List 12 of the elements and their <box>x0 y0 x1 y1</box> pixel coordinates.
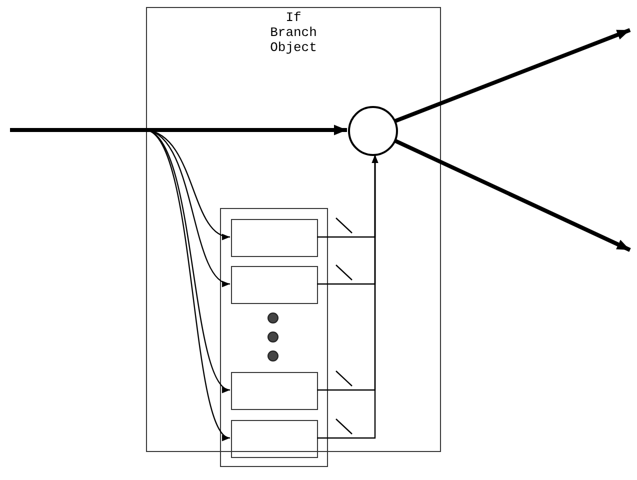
arrow <box>394 138 631 252</box>
arrow <box>394 28 631 123</box>
condition-box <box>231 420 318 458</box>
arrow <box>10 124 347 136</box>
junction-circle <box>348 106 398 156</box>
object-title: If Branch Object <box>269 10 318 55</box>
condition-box <box>231 219 318 257</box>
object-box <box>146 7 441 452</box>
condition-box <box>231 372 318 410</box>
switch-connector <box>317 155 378 439</box>
condition-box <box>231 266 318 304</box>
condition-list-box <box>220 208 328 467</box>
